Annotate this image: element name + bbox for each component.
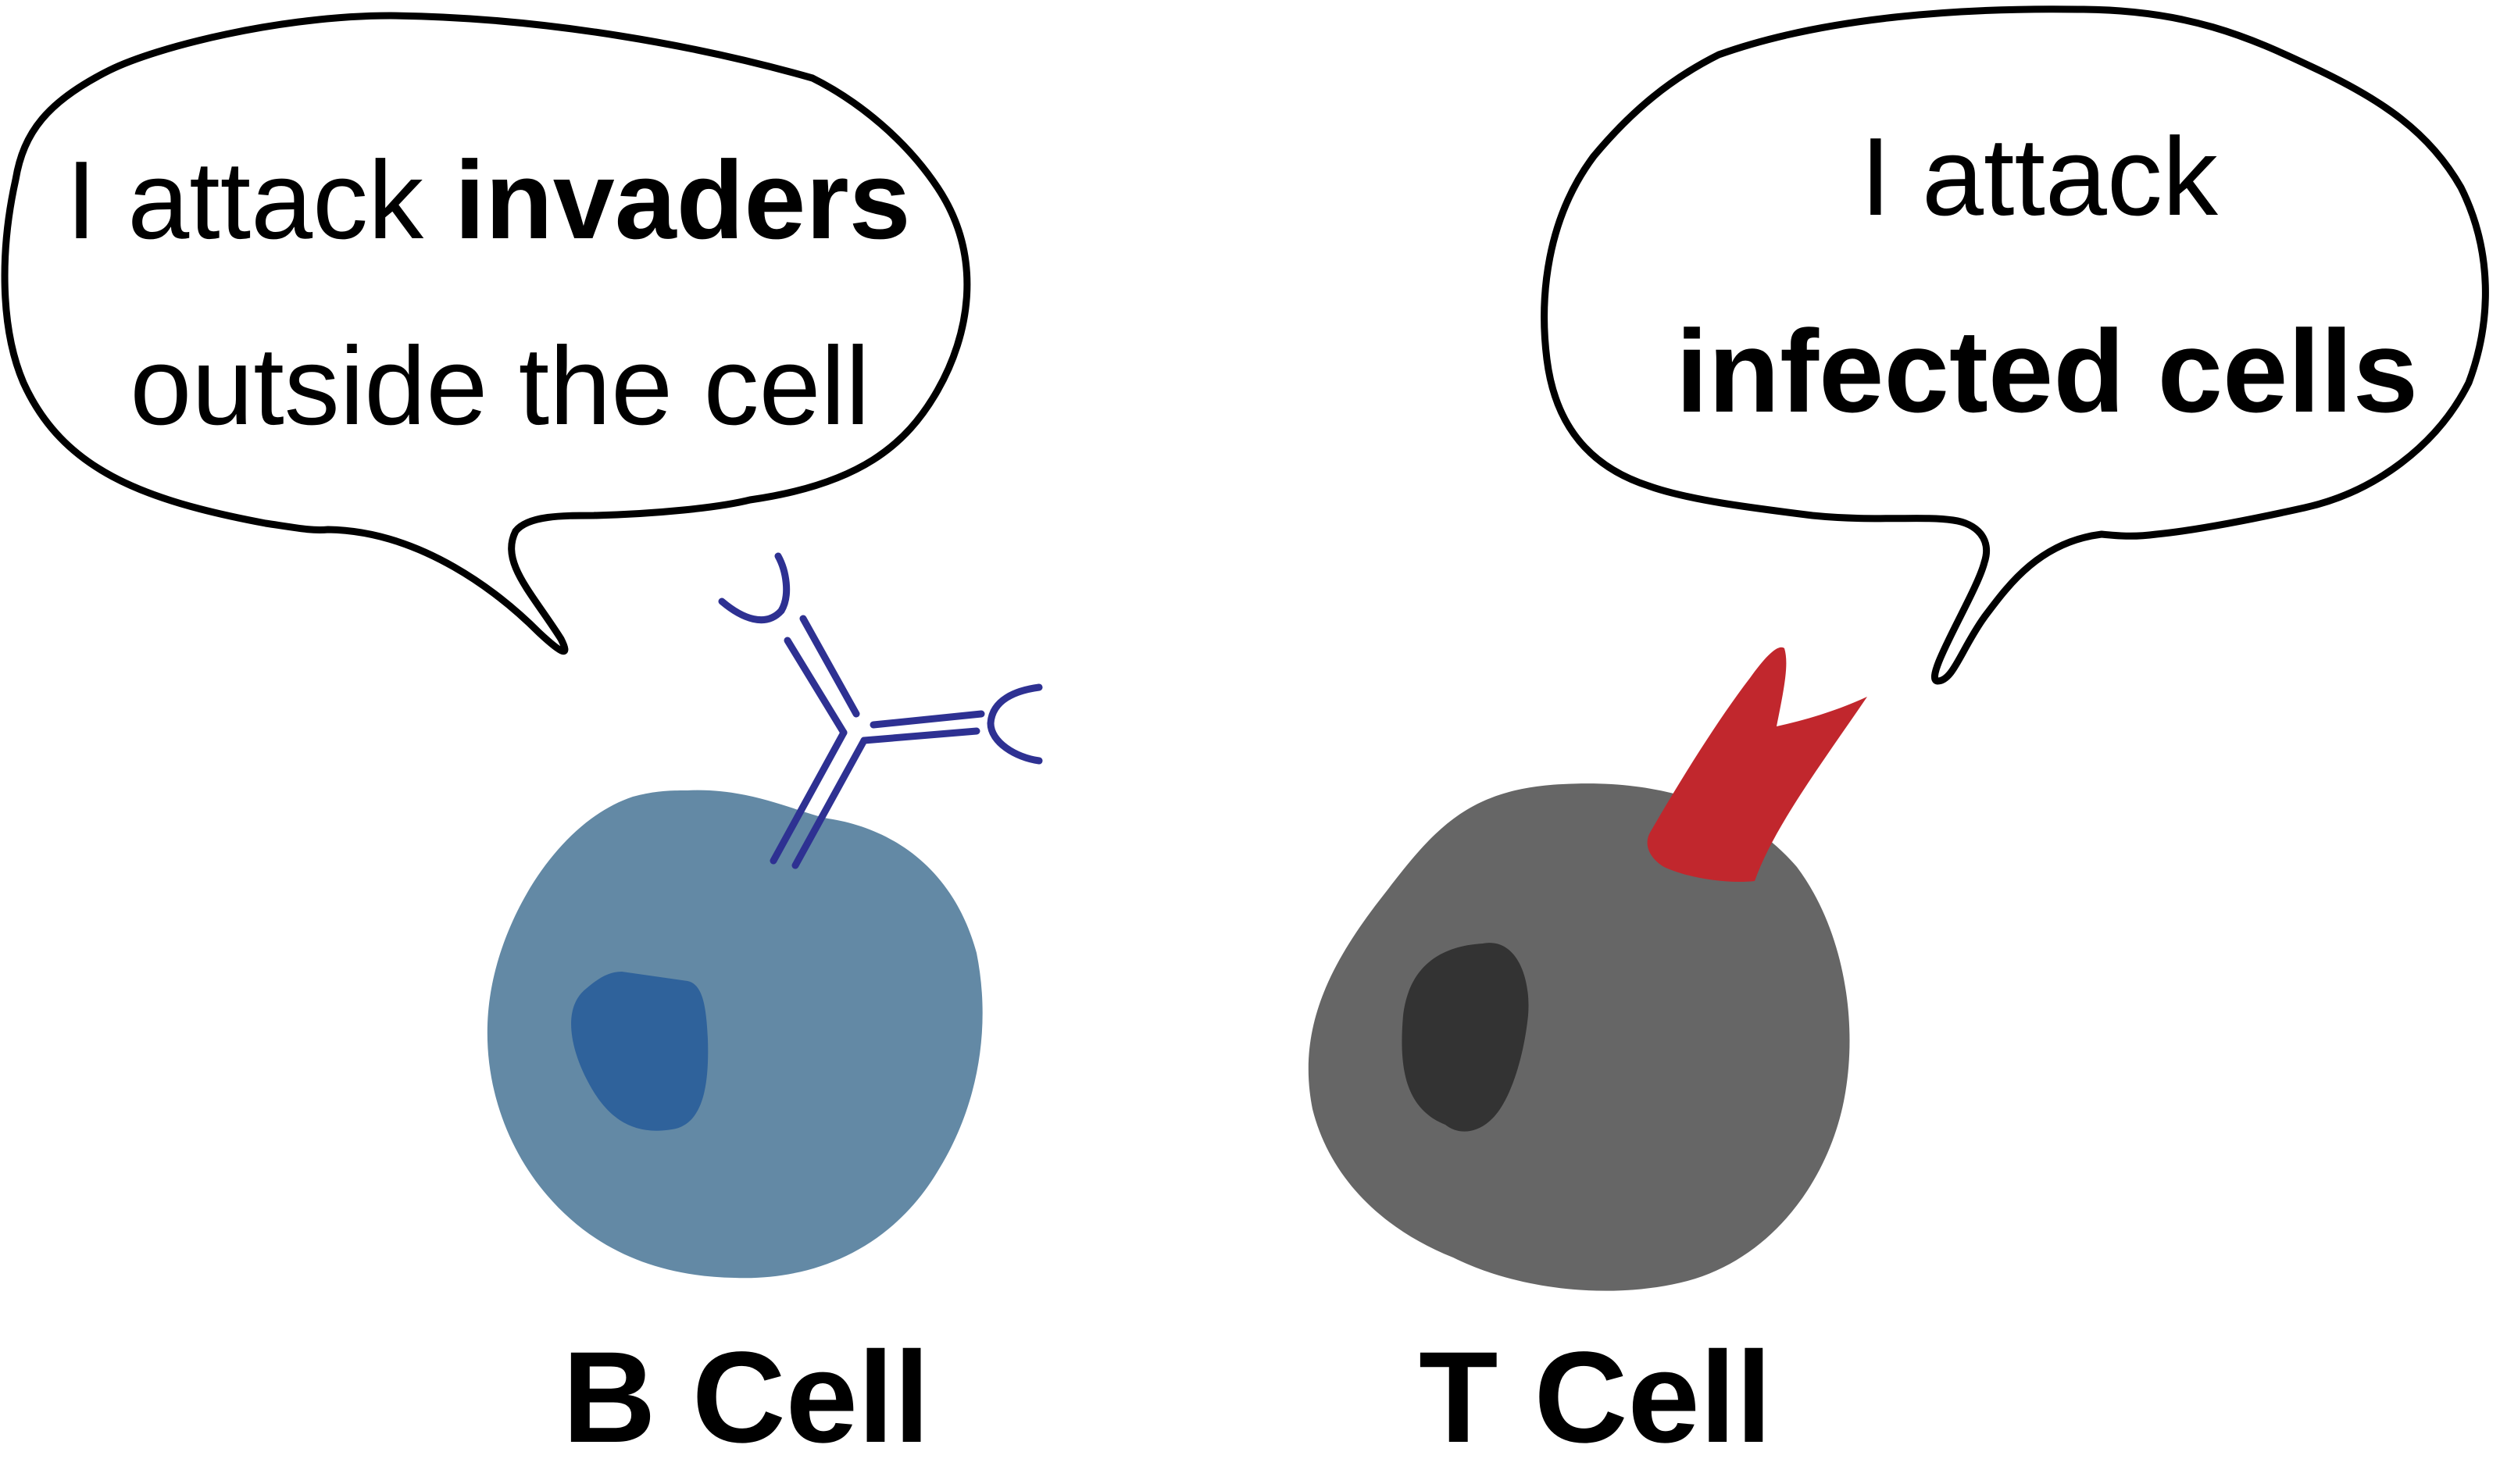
antibody-arm-lower-inner xyxy=(870,710,985,729)
antibody-stem-right xyxy=(791,737,868,869)
t-cell-body xyxy=(1308,783,1850,1291)
b-cell-speech-bubble xyxy=(1,12,971,655)
antibody-arm-lower-outer xyxy=(860,727,980,744)
antibody-tip-lower xyxy=(987,683,1043,765)
antibody-arm-upper-outer xyxy=(784,637,848,737)
b-cell-speech-line2: outside the cell xyxy=(130,324,870,448)
t-cell-speech-line2: infected cells xyxy=(1676,305,2418,437)
t-cell-speech-bubble-clean xyxy=(1541,5,2489,685)
b-cell-speech-line1: I attack invaders xyxy=(66,138,910,262)
t-cell-label: T Cell xyxy=(1419,1325,1772,1470)
t-cell-speech-line1: I attack xyxy=(1860,115,2219,239)
t-cell-receptor-shape xyxy=(1647,647,1867,883)
antibody xyxy=(718,552,1043,869)
b-cell-speech-prefix: I attack xyxy=(66,138,454,262)
b-cell-nucleus xyxy=(571,972,709,1131)
antibody-tip-upper xyxy=(718,552,791,624)
b-cell-body xyxy=(487,790,983,1279)
antibody-arm-upper-inner xyxy=(799,615,860,718)
antibody-stem-left xyxy=(770,729,848,865)
t-cell-nucleus xyxy=(1402,943,1529,1132)
b-cell-speech-emphasis: invaders xyxy=(455,138,911,262)
b-cell-label: B Cell xyxy=(562,1325,930,1470)
